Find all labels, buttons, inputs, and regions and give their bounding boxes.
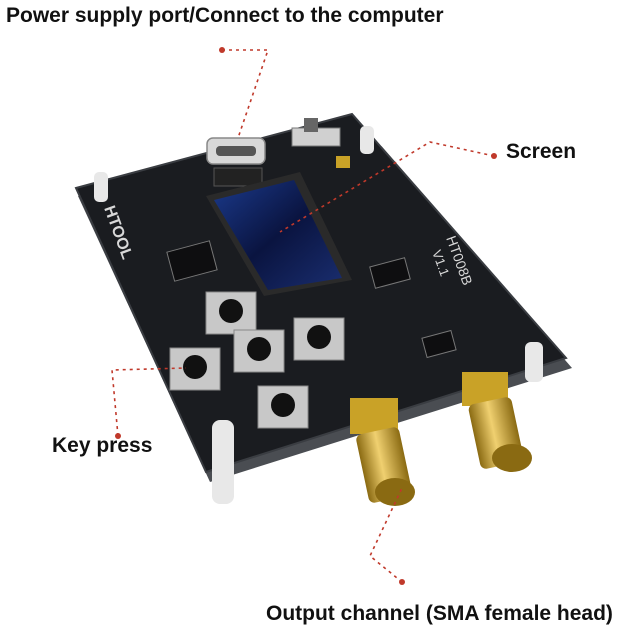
standoffs: [94, 126, 543, 504]
power-port-label: Power supply port/Connect to the compute…: [6, 4, 444, 27]
chips: [166, 156, 457, 359]
oled-screen: [206, 172, 352, 296]
leader-screen: [279, 141, 495, 233]
leader-output: [369, 487, 403, 583]
usb-c-port: [206, 137, 266, 187]
key-button-left: [169, 347, 221, 391]
sma-connector-left: [350, 398, 415, 506]
leader-lines: [111, 49, 495, 583]
leader-key: [111, 367, 187, 437]
key-button-right: [293, 317, 345, 361]
power-switch: [291, 118, 341, 147]
sma-connector-right: [462, 372, 532, 472]
leader-power: [222, 49, 270, 139]
screen-label: Screen: [506, 140, 577, 163]
key-buttons: [169, 291, 345, 429]
leader-dots: [115, 47, 497, 585]
key-button-top: [205, 291, 257, 335]
key-button-bottom: [257, 385, 309, 429]
key-button-center: [233, 329, 285, 373]
output-channel-label: Output channel (SMA female head): [266, 602, 613, 625]
key-press-label: Key press: [52, 434, 153, 457]
